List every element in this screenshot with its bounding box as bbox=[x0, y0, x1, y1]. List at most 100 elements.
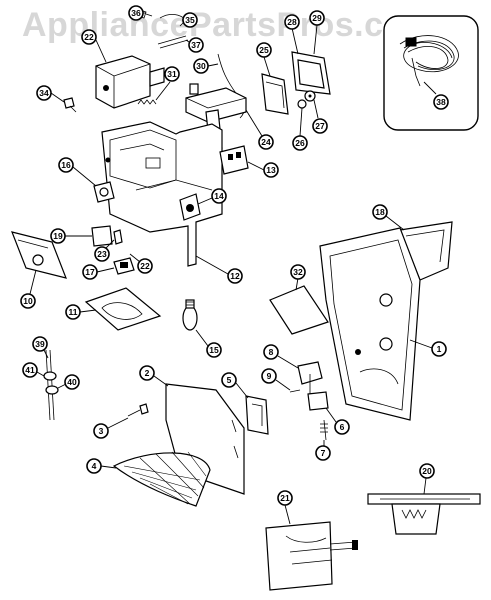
part-1-dispenser-housing bbox=[319, 227, 421, 421]
part-5-light-cover bbox=[245, 395, 269, 435]
part-20-control-board bbox=[367, 493, 481, 535]
callout-32: 32 bbox=[290, 264, 306, 291]
callout-35-label: 35 bbox=[185, 15, 195, 25]
callout-16: 16 bbox=[58, 157, 97, 187]
callout-29-label: 29 bbox=[312, 13, 322, 23]
part-34-screw bbox=[63, 97, 77, 113]
part-27-shaft bbox=[304, 90, 316, 102]
callout-23-label: 23 bbox=[97, 249, 107, 259]
part-39-tube bbox=[45, 349, 55, 421]
callout-3: 3 bbox=[93, 417, 129, 439]
part-32-shield bbox=[269, 285, 329, 335]
part-10-faceplate bbox=[11, 231, 67, 279]
callout-28: 28 bbox=[284, 14, 300, 55]
callout-35: 35 bbox=[182, 12, 198, 28]
part-14-damper bbox=[179, 193, 201, 221]
callout-13-label: 13 bbox=[266, 165, 276, 175]
callout-14-label: 14 bbox=[214, 191, 224, 201]
part-31-spring bbox=[137, 99, 157, 105]
callout-27: 27 bbox=[312, 99, 328, 134]
callout-36-label: 36 bbox=[131, 8, 141, 18]
part-38-wire-harness-inset bbox=[383, 15, 479, 131]
callout-5-label: 5 bbox=[227, 375, 232, 385]
callout-7: 7 bbox=[315, 440, 331, 461]
callout-31-label: 31 bbox=[167, 69, 177, 79]
callout-21: 21 bbox=[277, 490, 293, 525]
callout-8-label: 8 bbox=[269, 347, 274, 357]
part-15-bulb bbox=[182, 299, 198, 331]
part-23-clip bbox=[113, 229, 123, 245]
callout-40-label: 40 bbox=[67, 377, 77, 387]
part-25-flapper-door bbox=[261, 73, 289, 115]
callout-27-label: 27 bbox=[315, 121, 325, 131]
part-housing-bracket bbox=[101, 121, 223, 267]
callout-2: 2 bbox=[139, 365, 169, 387]
callout-18-label: 18 bbox=[375, 207, 385, 217]
callout-34-label: 34 bbox=[39, 88, 49, 98]
callout-30: 30 bbox=[193, 58, 219, 74]
callout-11: 11 bbox=[65, 304, 97, 320]
callout-5: 5 bbox=[221, 372, 249, 399]
callout-22-top-label: 22 bbox=[84, 32, 94, 42]
callout-25-label: 25 bbox=[259, 45, 269, 55]
callout-39-label: 39 bbox=[35, 339, 45, 349]
callout-26: 26 bbox=[292, 107, 308, 151]
part-6-bracket bbox=[307, 391, 329, 411]
part-19-heater bbox=[91, 225, 113, 247]
callout-32-label: 32 bbox=[293, 267, 303, 277]
callout-6: 6 bbox=[325, 407, 350, 435]
callout-23: 23 bbox=[94, 239, 115, 262]
part-37-rod bbox=[157, 35, 189, 49]
callout-21-label: 21 bbox=[280, 493, 290, 503]
callout-20: 20 bbox=[419, 463, 435, 495]
callout-9-label: 9 bbox=[267, 371, 272, 381]
callout-12-label: 12 bbox=[230, 271, 240, 281]
part-40-fitting bbox=[45, 385, 59, 395]
callout-31: 31 bbox=[155, 66, 180, 101]
callout-34: 34 bbox=[36, 85, 65, 103]
callout-24-label: 24 bbox=[261, 137, 271, 147]
callout-15: 15 bbox=[195, 329, 222, 358]
callout-10-label: 10 bbox=[23, 296, 33, 306]
callout-40: 40 bbox=[57, 374, 80, 390]
callout-1-label: 1 bbox=[437, 344, 442, 354]
part-3-screw bbox=[127, 403, 149, 417]
callout-25: 25 bbox=[256, 42, 272, 77]
callout-19: 19 bbox=[50, 228, 92, 244]
part-11-drip-tray bbox=[84, 287, 162, 331]
callout-13: 13 bbox=[247, 161, 279, 178]
part-4-grille bbox=[112, 451, 211, 507]
callout-28-label: 28 bbox=[287, 17, 297, 27]
callout-18: 18 bbox=[372, 204, 405, 231]
callout-7-label: 7 bbox=[321, 448, 326, 458]
callout-41-label: 41 bbox=[25, 365, 35, 375]
callout-24: 24 bbox=[245, 109, 274, 150]
callout-6-label: 6 bbox=[340, 422, 345, 432]
callout-16-label: 16 bbox=[61, 160, 71, 170]
callout-20-label: 20 bbox=[422, 466, 432, 476]
callout-38: 38 bbox=[423, 81, 449, 110]
callout-38-label: 38 bbox=[436, 97, 446, 107]
callout-10: 10 bbox=[20, 269, 37, 309]
callout-3-label: 3 bbox=[99, 426, 104, 436]
part-9-screw bbox=[289, 389, 301, 393]
callout-22-mid-label: 22 bbox=[140, 261, 150, 271]
part-7-screw bbox=[320, 419, 328, 441]
callout-29: 29 bbox=[309, 10, 325, 55]
callout-39: 39 bbox=[32, 336, 49, 359]
callout-37: 37 bbox=[185, 37, 204, 53]
callout-2-label: 2 bbox=[145, 368, 150, 378]
callout-15-label: 15 bbox=[209, 345, 219, 355]
callout-41: 41 bbox=[22, 362, 45, 378]
part-41-fitting bbox=[43, 371, 57, 381]
callout-17-label: 17 bbox=[85, 267, 95, 277]
part-29-door-seal bbox=[291, 51, 331, 95]
callout-22-top: 22 bbox=[81, 29, 107, 63]
callout-17: 17 bbox=[82, 264, 115, 280]
part-13-switch bbox=[219, 145, 249, 175]
callout-9: 9 bbox=[261, 368, 291, 391]
callout-22-mid: 22 bbox=[129, 253, 153, 274]
part-16-solenoid bbox=[93, 181, 115, 203]
part-22-auger-motor bbox=[95, 55, 179, 109]
